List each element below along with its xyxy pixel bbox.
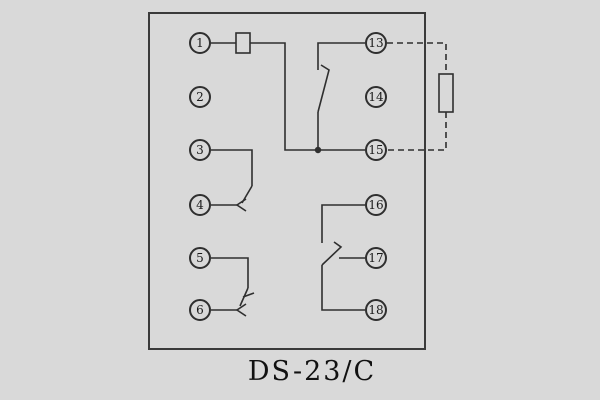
terminal-17-label: 17 xyxy=(368,251,384,265)
terminal-18-label: 18 xyxy=(368,303,384,317)
terminal-1-label: 1 xyxy=(196,36,204,50)
terminal-3: 3 xyxy=(189,139,211,161)
terminal-5-label: 5 xyxy=(196,251,204,265)
terminal-16: 16 xyxy=(365,194,387,216)
terminal-14: 14 xyxy=(365,86,387,108)
switch-blade-13-15 xyxy=(317,64,330,113)
terminal-3-label: 3 xyxy=(196,143,204,157)
wire-5 xyxy=(211,257,249,288)
wire-18 xyxy=(321,265,365,311)
blade-tick-5-6 xyxy=(242,292,255,298)
coil-rectangle-symbol xyxy=(235,32,251,54)
terminal-13: 13 xyxy=(365,32,387,54)
wire-coil-to-15 xyxy=(250,42,365,151)
terminal-18: 18 xyxy=(365,299,387,321)
wire-16 xyxy=(321,204,365,243)
dashed-wire-15-right xyxy=(387,112,447,151)
terminal-4-label: 4 xyxy=(196,198,204,212)
terminal-6-label: 6 xyxy=(196,303,204,317)
relay-outline-box xyxy=(148,12,426,350)
terminal-15-label: 15 xyxy=(368,143,384,157)
wire-3 xyxy=(211,149,253,186)
terminal-15: 15 xyxy=(365,139,387,161)
terminal-6: 6 xyxy=(189,299,211,321)
switch-blade-17 xyxy=(321,241,343,266)
wire-13-left xyxy=(317,42,365,70)
contact-arrow-4 xyxy=(235,198,247,212)
terminal-17: 17 xyxy=(365,247,387,269)
terminal-2-label: 2 xyxy=(196,90,204,104)
terminal-16-label: 16 xyxy=(368,198,384,212)
terminal-1: 1 xyxy=(189,32,211,54)
external-resistor-dashed-symbol xyxy=(438,73,454,113)
terminal-13-label: 13 xyxy=(368,36,384,50)
junction-dot xyxy=(314,146,322,154)
terminal-2: 2 xyxy=(189,86,211,108)
dashed-wire-13-right xyxy=(387,42,447,74)
terminal-14-label: 14 xyxy=(368,90,384,104)
contact-arrow-6 xyxy=(235,303,247,317)
terminal-5: 5 xyxy=(189,247,211,269)
model-label: DS-23/C xyxy=(247,356,377,387)
terminal-4: 4 xyxy=(189,194,211,216)
